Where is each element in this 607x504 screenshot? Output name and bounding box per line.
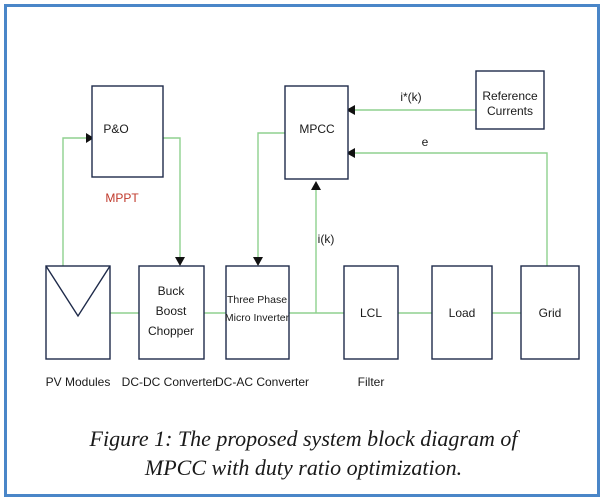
grid-block [520, 265, 580, 360]
figure-caption: Figure 1: The proposed system block diag… [10, 424, 597, 482]
arrow-into-inverter [253, 257, 263, 266]
dc-dc-caption: DC-DC Converter [122, 375, 217, 389]
arrow-into-mpcc-bottom [311, 181, 321, 190]
dc-ac-caption: DC-AC Converter [215, 375, 309, 389]
pv-modules-caption: PV Modules [46, 375, 111, 389]
wire-pv-po [62, 137, 92, 266]
filter-caption: Filter [358, 375, 385, 389]
error-signal-label: e [422, 135, 429, 149]
po-label: P&O [103, 122, 128, 136]
arrow-into-po [86, 133, 94, 143]
reference-currents-label-1: Reference [482, 89, 538, 103]
arrow-into-buck [175, 257, 185, 266]
meas-signal-label: i(k) [318, 232, 335, 246]
inverter-label-2: Micro Inverter [225, 312, 290, 324]
inverter-label-1: Three Phase [227, 294, 287, 306]
wire-mpcc-inverter [257, 132, 285, 262]
arrow-into-mpcc-error [346, 148, 355, 158]
ref-signal-label: i*(k) [400, 90, 421, 104]
mpcc-block [284, 85, 349, 180]
arrowheads [86, 105, 355, 266]
pv-modules-block [45, 265, 111, 360]
reference-currents-label-2: Currents [487, 104, 533, 118]
buck-label-2: Boost [156, 304, 187, 318]
load-block [431, 265, 493, 360]
arrow-into-mpcc-ref [346, 105, 355, 115]
po-block [91, 85, 164, 178]
lcl-block [343, 265, 399, 360]
mpcc-label: MPCC [299, 122, 335, 136]
buck-boost-block [138, 265, 205, 360]
lcl-label: LCL [360, 306, 382, 320]
pv-module-symbol [45, 265, 111, 318]
load-label: Load [449, 306, 476, 320]
wire-error [350, 152, 548, 266]
inverter-block [225, 265, 290, 360]
caption-line-2: MPCC with duty ratio optimization. [144, 455, 463, 480]
buck-label-3: Chopper [148, 324, 194, 338]
mppt-label: MPPT [105, 191, 139, 205]
wire-po-buck [163, 137, 181, 262]
caption-line-1: Figure 1: The proposed system block diag… [89, 426, 518, 451]
buck-label-1: Buck [158, 284, 186, 298]
grid-label: Grid [539, 306, 562, 320]
reference-currents-block [475, 70, 545, 130]
wires [62, 109, 548, 314]
